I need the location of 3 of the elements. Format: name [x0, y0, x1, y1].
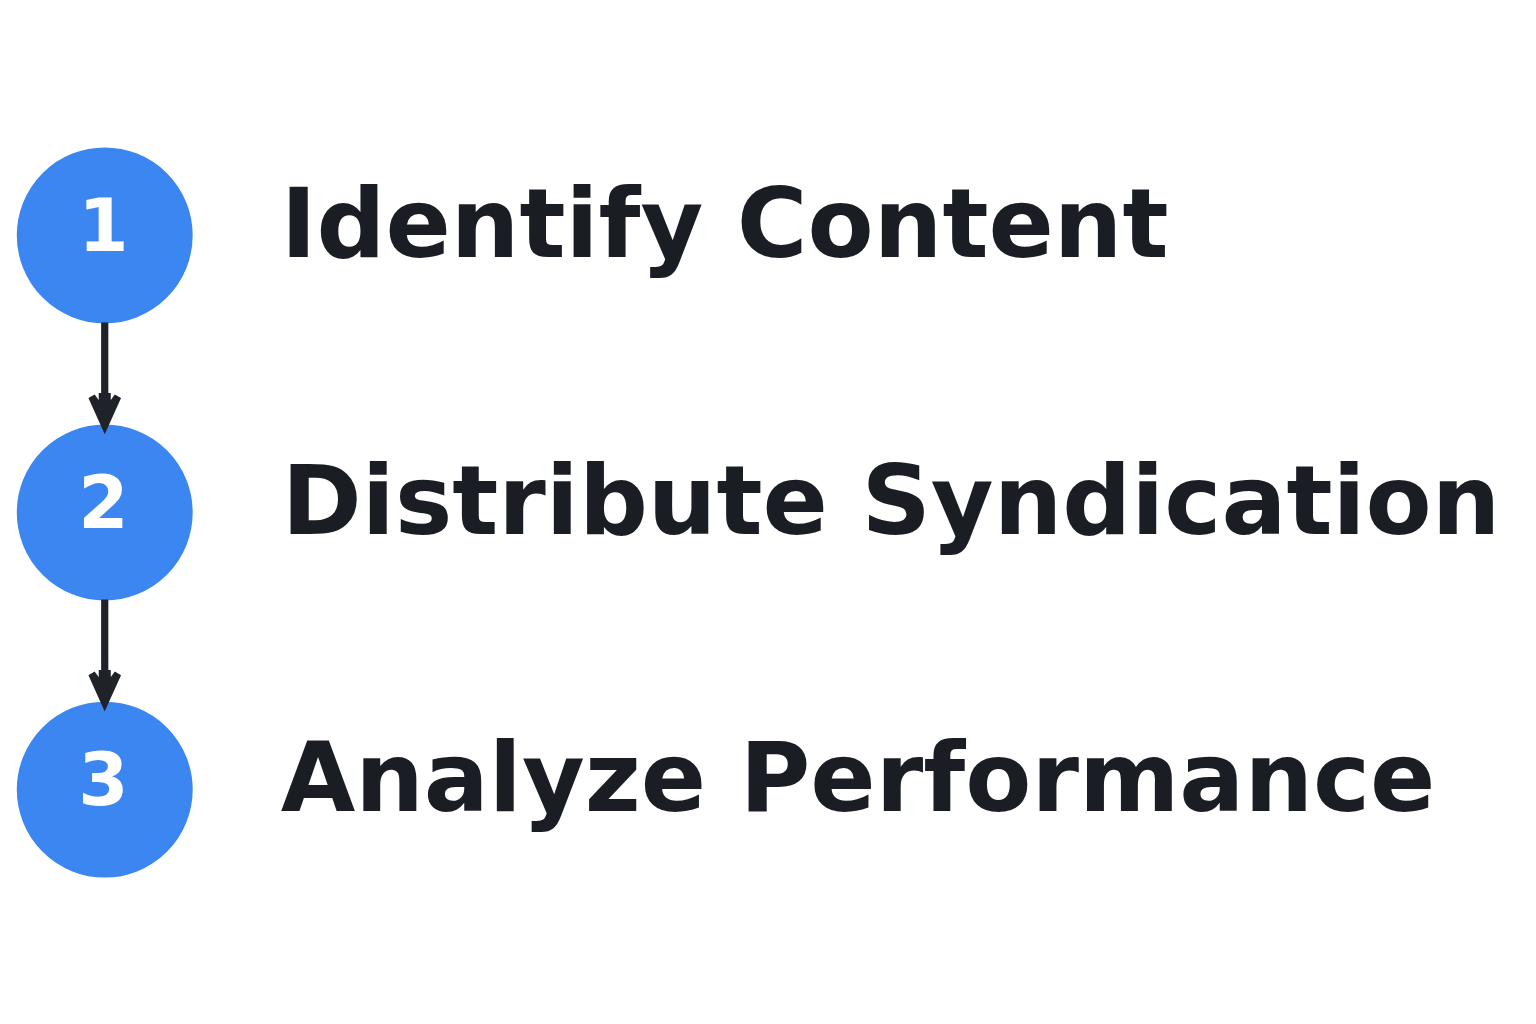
node-label: Distribute Syndication [281, 444, 1501, 557]
node-label: Analyze Performance [280, 721, 1436, 834]
node-label: Identify Content [280, 167, 1169, 280]
